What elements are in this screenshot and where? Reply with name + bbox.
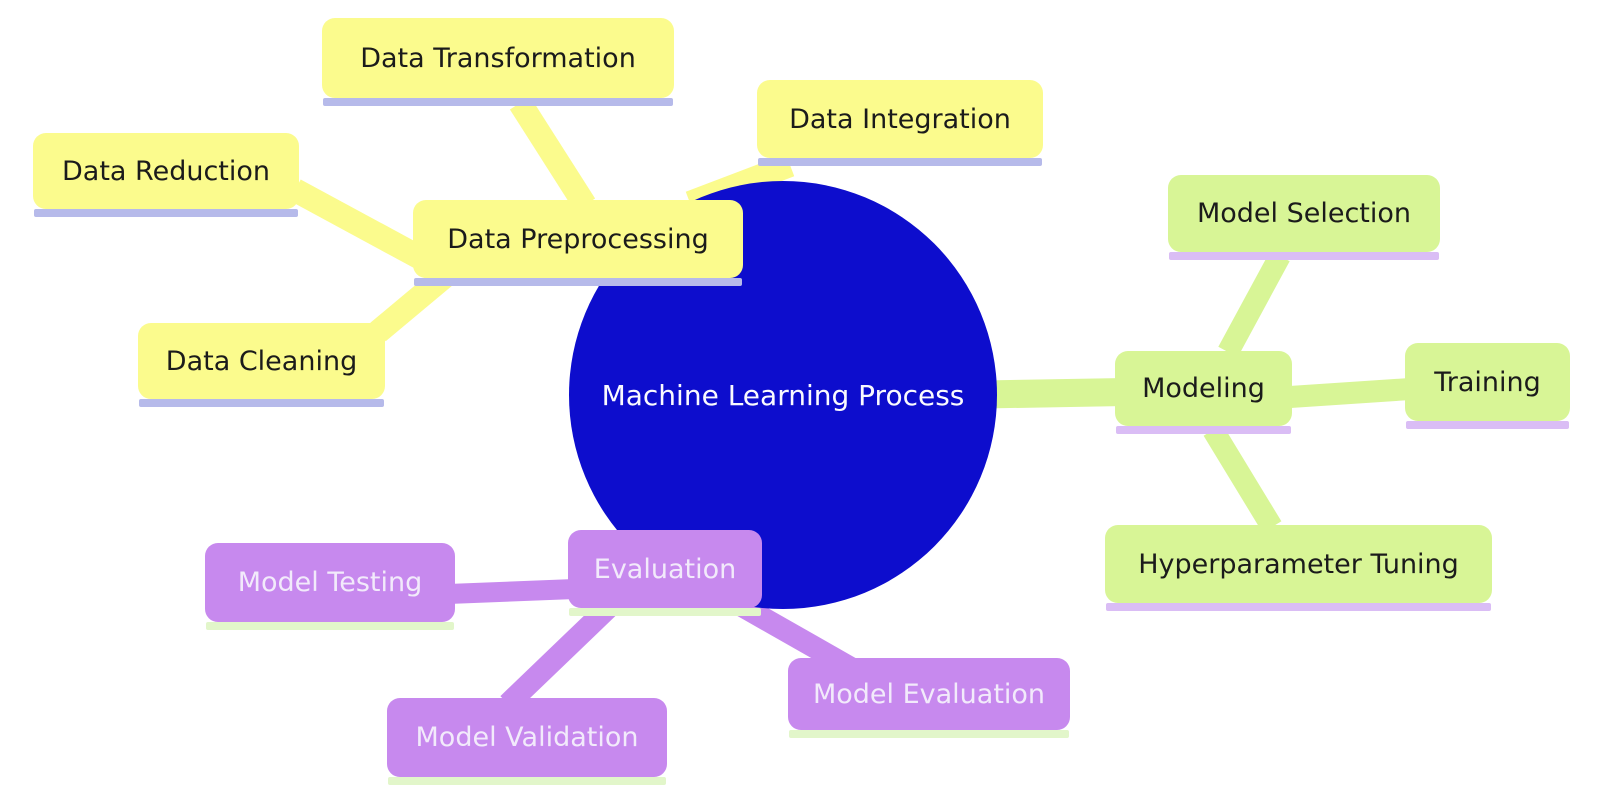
edge-modeling-selection: [1218, 250, 1290, 358]
edge-preprocessing-reduction: [289, 179, 434, 273]
node-label: Evaluation: [593, 553, 737, 585]
node-label: Modeling: [1142, 373, 1265, 404]
node-data-preprocessing: Data Preprocessing: [413, 200, 743, 286]
node-label: Training: [1434, 366, 1541, 398]
node-label: Model Testing: [237, 567, 423, 598]
edge-modeling-training: [1289, 378, 1411, 408]
node-label: Data Reduction: [61, 155, 271, 187]
node-label: Data Preprocessing: [447, 223, 709, 255]
node-data-reduction: Data Reduction: [33, 133, 299, 217]
node-model-evaluation: Model Evaluation: [788, 658, 1070, 738]
node-data-cleaning: Data Cleaning: [138, 323, 385, 407]
node-label: Data Transformation: [360, 42, 636, 74]
node-label: Data Cleaning: [165, 345, 358, 377]
node-model-testing: Model Testing: [205, 543, 455, 630]
root-label: Machine Learning Process: [601, 378, 965, 412]
node-data-integration: Data Integration: [757, 80, 1043, 166]
edge-modeling-hyperparameter: [1203, 424, 1282, 533]
node-label: Model Validation: [415, 722, 639, 753]
node-evaluation: Evaluation: [568, 530, 762, 616]
edge-preprocessing-transformation: [509, 96, 596, 212]
edge-evaluation-validation: [500, 598, 618, 712]
node-label: Data Integration: [789, 103, 1011, 135]
edge-evaluation-testing: [447, 579, 576, 604]
node-hyperparameter-tuning: Hyperparameter Tuning: [1105, 525, 1492, 611]
node-label: Model Selection: [1196, 198, 1412, 229]
node-label: Hyperparameter Tuning: [1138, 548, 1459, 580]
node-model-validation: Model Validation: [387, 698, 667, 785]
node-label: Model Evaluation: [812, 678, 1046, 710]
node-training: Training: [1405, 343, 1570, 429]
node-model-selection: Model Selection: [1168, 175, 1440, 260]
node-modeling: Modeling: [1115, 351, 1292, 434]
node-data-transformation: Data Transformation: [322, 18, 674, 106]
